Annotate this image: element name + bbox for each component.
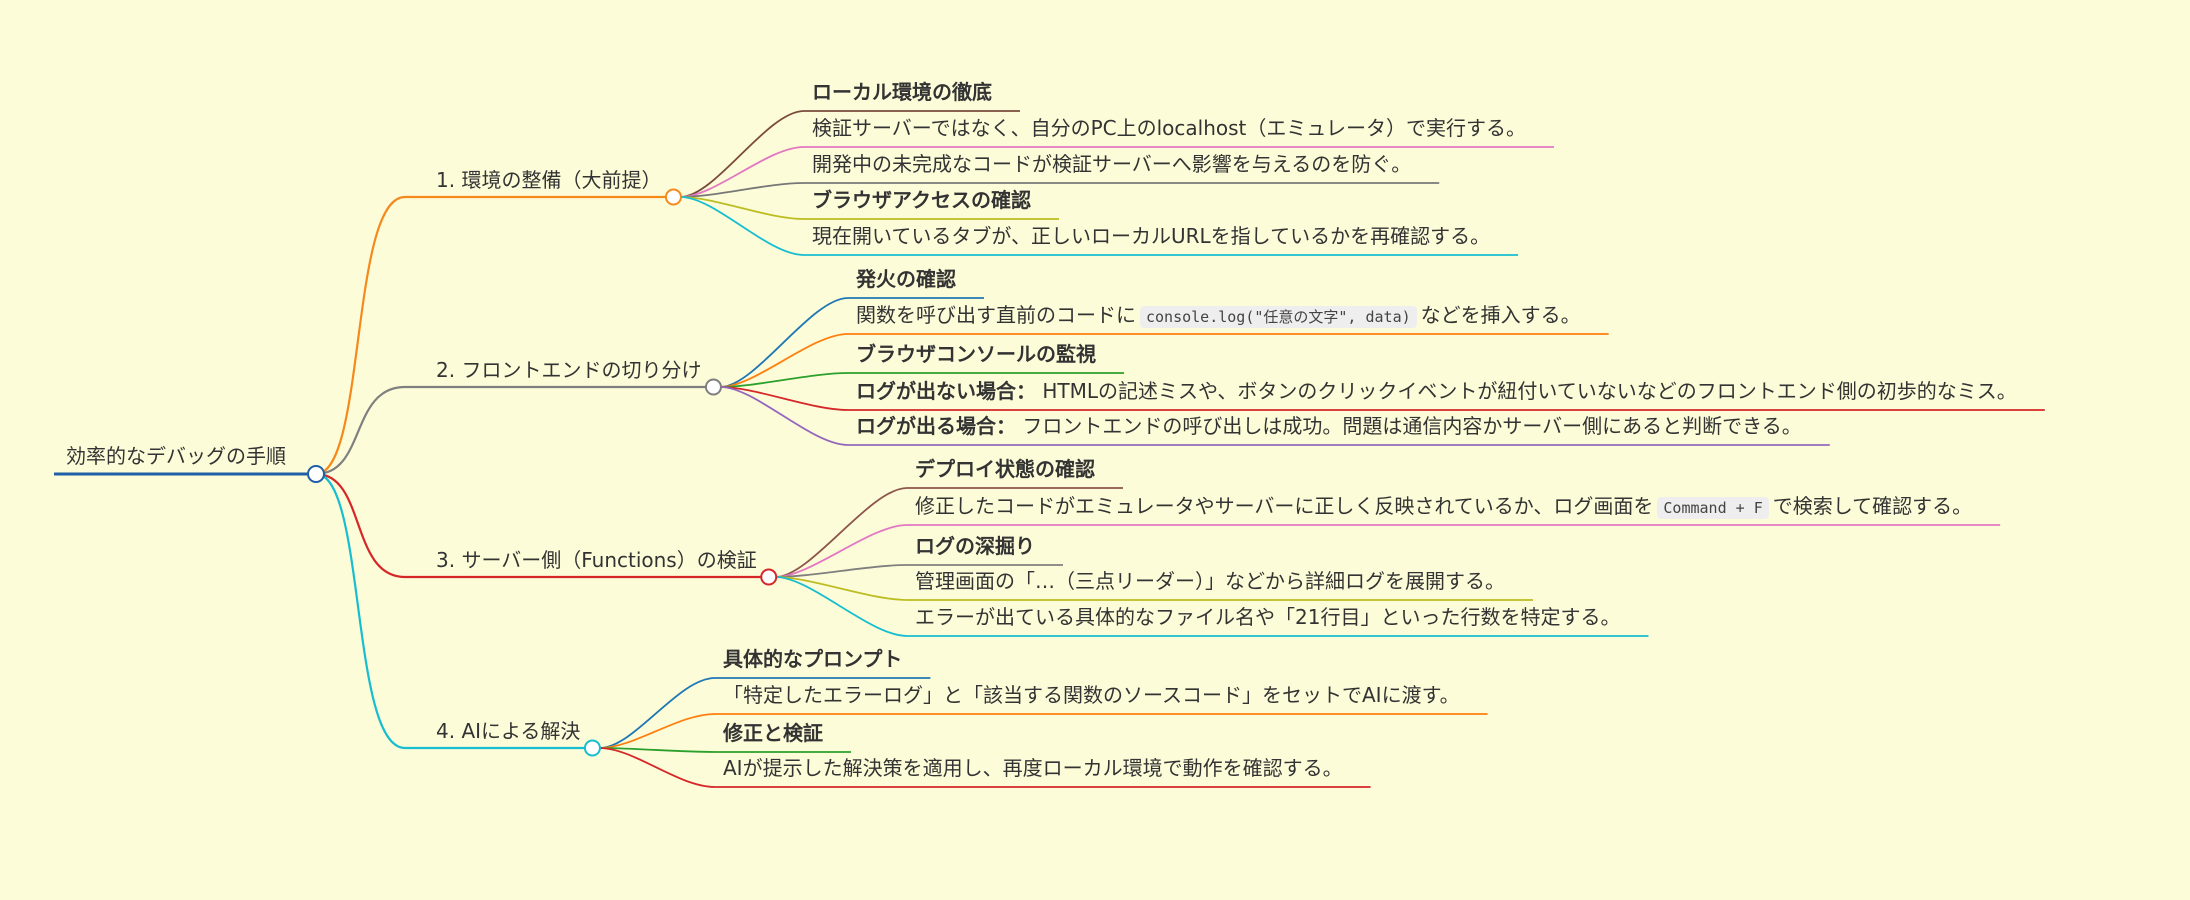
leaf-label-3-1: デプロイ状態の確認 bbox=[915, 455, 1095, 483]
leaf-label-2-5: ログが出る場合： フロントエンドの呼び出しは成功。問題は通信内容かサーバー側にあ… bbox=[856, 412, 1802, 440]
leaf-label-4-2: 「特定したエラーログ」と「該当する関数のソースコード」をセットでAIに渡す。 bbox=[723, 681, 1460, 709]
branch-label-1: 1. 環境の整備（大前提） bbox=[436, 166, 661, 194]
branch-to-leaf-curve-3-3 bbox=[775, 564, 908, 578]
branch-to-leaf-curve-3-5 bbox=[775, 576, 908, 637]
leaf-text-tail: で検索して確認する。 bbox=[1772, 494, 1973, 518]
root-to-branch-curve-1 bbox=[315, 195, 406, 476]
branch-to-leaf-curve-4-1 bbox=[599, 677, 716, 749]
branch-to-leaf-curve-1-2 bbox=[680, 146, 805, 198]
root-label-text: 効率的なデバッグの手順 bbox=[66, 444, 286, 468]
leaf-text: HTMLの記述ミスや、ボタンのクリックイベントが紐付いていないなどのフロントエン… bbox=[1036, 379, 2017, 403]
leaf-label-4-1: 具体的なプロンプト bbox=[723, 645, 902, 673]
leaf-text: 現在開いているタブが、正しいローカルURLを指しているかを再確認する。 bbox=[812, 224, 1491, 248]
leaf-text-tail: などを挿入する。 bbox=[1420, 303, 1581, 327]
branch-to-leaf-curve-3-4 bbox=[775, 576, 908, 601]
leaf-text: 管理画面の「…（三点リーダー）」などから詳細ログを展開する。 bbox=[915, 569, 1505, 593]
branch-to-leaf-curve-4-2 bbox=[599, 713, 716, 749]
root-to-branch-curve-3 bbox=[315, 472, 406, 579]
leaf-text: 修正したコードがエミュレータやサーバーに正しく反映されているか、ログ画面を bbox=[915, 494, 1654, 518]
branch-to-leaf-curve-2-4 bbox=[720, 386, 849, 411]
leaf-bold-text: ブラウザコンソールの監視 bbox=[856, 342, 1096, 366]
branch-label-text-2: 2. フロントエンドの切り分け bbox=[436, 358, 702, 382]
branch-label-2: 2. フロントエンドの切り分け bbox=[436, 356, 701, 384]
leaf-label-1-3: 開発中の未完成なコードが検証サーバーへ影響を与えるのを防ぐ。 bbox=[812, 150, 1411, 178]
branch-node-2 bbox=[704, 378, 722, 396]
leaf-label-3-5: エラーが出ている具体的なファイル名や「21行目」といった行数を特定する。 bbox=[915, 603, 1620, 631]
leaf-text: 開発中の未完成なコードが検証サーバーへ影響を与えるのを防ぐ。 bbox=[812, 152, 1412, 176]
branch-to-leaf-curve-1-3 bbox=[680, 182, 805, 198]
leaf-label-1-1: ローカル環境の徹底 bbox=[812, 78, 992, 106]
leaf-bold-text: ログの深掘り bbox=[915, 534, 1035, 558]
leaf-text: AIが提示した解決策を適用し、再度ローカル環境で動作を確認する。 bbox=[723, 756, 1343, 780]
branch-to-leaf-curve-1-5 bbox=[680, 196, 805, 256]
leaf-label-4-3: 修正と検証 bbox=[723, 719, 823, 747]
leaf-bold-text: デプロイ状態の確認 bbox=[915, 457, 1095, 481]
branch-label-4: 4. AIによる解決 bbox=[436, 717, 580, 745]
branch-to-leaf-curve-3-1 bbox=[775, 487, 908, 578]
leaf-bold-text: ブラウザアクセスの確認 bbox=[812, 188, 1031, 212]
leaf-text: 「特定したエラーログ」と「該当する関数のソースコード」をセットでAIに渡す。 bbox=[723, 683, 1460, 707]
branch-to-leaf-curve-4-3 bbox=[599, 747, 716, 753]
branch-label-text-1: 1. 環境の整備（大前提） bbox=[436, 168, 662, 192]
branch-to-leaf-curve-2-5 bbox=[720, 386, 849, 446]
branch-to-leaf-curve-2-2 bbox=[720, 333, 849, 388]
leaf-label-2-3: ブラウザコンソールの監視 bbox=[856, 340, 1096, 368]
leaf-bold-text: 発火の確認 bbox=[856, 267, 956, 291]
root-to-branch-curve-2 bbox=[315, 385, 406, 476]
branch-to-leaf-curve-1-4 bbox=[680, 196, 805, 220]
branch-label-text-4: 4. AIによる解決 bbox=[436, 719, 581, 743]
branch-node-1 bbox=[664, 188, 682, 206]
root-to-branch-curve-4 bbox=[315, 472, 406, 750]
branch-node-4 bbox=[583, 739, 601, 757]
branch-to-leaf-curve-4-4 bbox=[599, 747, 716, 788]
leaf-label-3-4: 管理画面の「…（三点リーダー）」などから詳細ログを展開する。 bbox=[915, 567, 1505, 595]
branch-to-leaf-curve-2-1 bbox=[720, 297, 849, 388]
leaf-bold-text: 修正と検証 bbox=[723, 721, 823, 745]
inline-code: Command + F bbox=[1657, 497, 1769, 519]
leaf-bold-text: ログが出る場合： bbox=[856, 414, 1016, 438]
branch-to-leaf-curve-1-1 bbox=[680, 110, 805, 198]
leaf-label-1-2: 検証サーバーではなく、自分のPC上のlocalhost（エミュレータ）で実行する… bbox=[812, 114, 1526, 142]
leaf-label-1-4: ブラウザアクセスの確認 bbox=[812, 186, 1031, 214]
root-label: 効率的なデバッグの手順 bbox=[66, 442, 286, 470]
inline-code: console.log("任意の文字", data) bbox=[1140, 306, 1417, 328]
leaf-bold-text: 具体的なプロンプト bbox=[723, 647, 903, 671]
branch-to-leaf-curve-3-2 bbox=[775, 524, 908, 578]
leaf-label-1-5: 現在開いているタブが、正しいローカルURLを指しているかを再確認する。 bbox=[812, 222, 1490, 250]
leaf-label-4-4: AIが提示した解決策を適用し、再度ローカル環境で動作を確認する。 bbox=[723, 754, 1343, 782]
leaf-text: エラーが出ている具体的なファイル名や「21行目」といった行数を特定する。 bbox=[915, 605, 1621, 629]
branch-node-3 bbox=[760, 568, 778, 586]
leaf-label-3-3: ログの深掘り bbox=[915, 532, 1035, 560]
leaf-text: フロントエンドの呼び出しは成功。問題は通信内容かサーバー側にあると判断できる。 bbox=[1016, 414, 1802, 438]
leaf-text: 検証サーバーではなく、自分のPC上のlocalhost（エミュレータ）で実行する… bbox=[812, 116, 1527, 140]
leaf-label-2-1: 発火の確認 bbox=[856, 265, 956, 293]
leaf-bold-text: ローカル環境の徹底 bbox=[812, 80, 992, 104]
root-node bbox=[307, 465, 325, 483]
branch-label-3: 3. サーバー側（Functions）の検証 bbox=[436, 546, 757, 574]
branch-label-text-3: 3. サーバー側（Functions）の検証 bbox=[436, 548, 757, 572]
branch-to-leaf-curve-2-3 bbox=[720, 372, 849, 388]
leaf-label-2-4: ログが出ない場合： HTMLの記述ミスや、ボタンのクリックイベントが紐付いていな… bbox=[856, 377, 2017, 405]
leaf-text: 関数を呼び出す直前のコードに bbox=[856, 303, 1136, 327]
leaf-bold-text: ログが出ない場合： bbox=[856, 379, 1036, 403]
